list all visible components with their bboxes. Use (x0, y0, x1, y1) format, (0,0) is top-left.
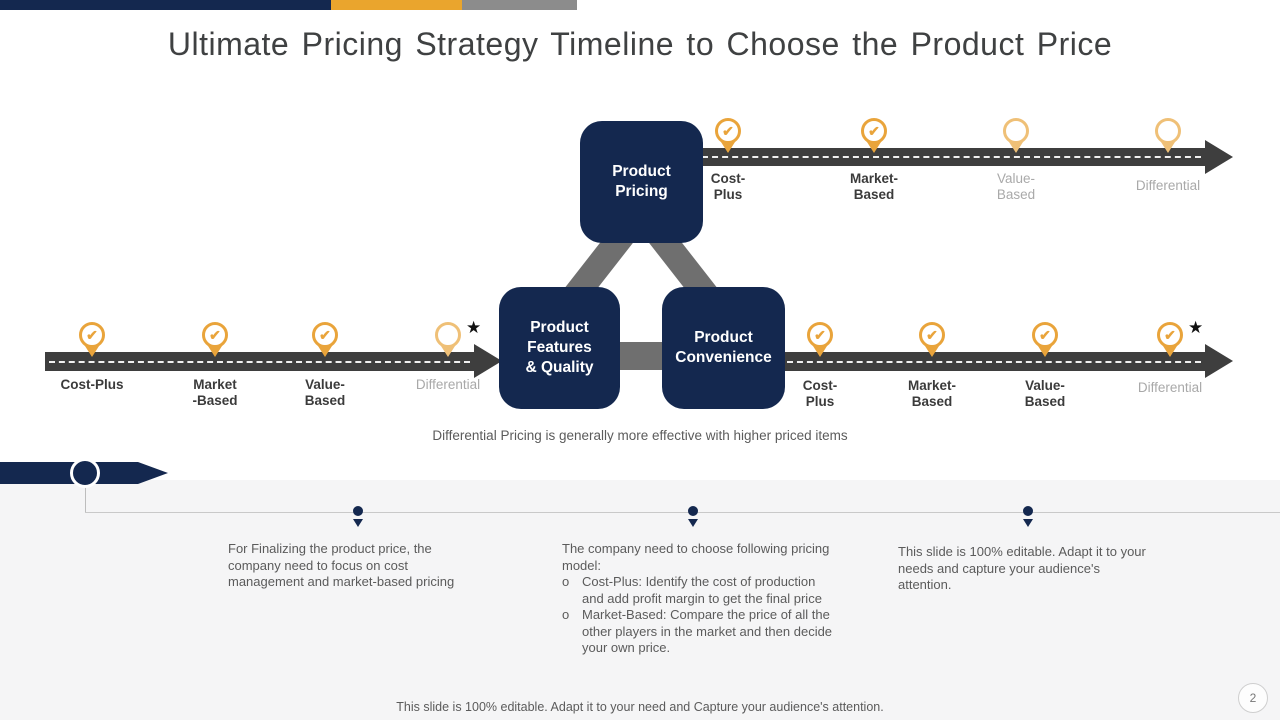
bullet-marker: o (562, 574, 570, 589)
timeline-left-arrowhead (474, 344, 502, 378)
pin-top-differential (1155, 118, 1181, 153)
marker-arrow-icon (1023, 519, 1033, 527)
label-left-market-based: Market -Based (192, 377, 238, 408)
pin-stem (721, 142, 735, 153)
pin-left-value-based: ✔ (312, 322, 338, 357)
bullet-text: Market-Based: Compare the price of all t… (582, 607, 833, 655)
timeline-top-road (698, 148, 1205, 166)
label-left-value-based: Value- Based (304, 377, 346, 408)
box-product-pricing: Product Pricing (580, 121, 703, 243)
pin-stem (925, 346, 939, 357)
pin-stem (441, 346, 455, 357)
note-2-bullet-list: o Cost-Plus: Identify the cost of produc… (562, 574, 837, 657)
timeline-right-road (783, 352, 1205, 371)
timeline-start-dot (70, 458, 100, 488)
timeline-right-arrowhead (1205, 344, 1233, 378)
check-icon: ✔ (861, 118, 887, 144)
pin-left-cost-plus: ✔ (79, 322, 105, 357)
pin-stem (1163, 346, 1177, 357)
timeline-top-arrowhead (1205, 140, 1233, 174)
page-number-badge: 2 (1238, 683, 1268, 713)
pin-stem (813, 346, 827, 357)
check-icon: ✔ (79, 322, 105, 348)
marker-dot-icon (688, 506, 698, 516)
check-icon: ✔ (202, 322, 228, 348)
note-marker-3 (1023, 506, 1033, 527)
empty-pin-icon (435, 322, 461, 348)
note-text-2: The company need to choose following pri… (562, 541, 837, 657)
accent-segment-navy (0, 0, 331, 10)
top-accent-bar (0, 0, 1280, 10)
star-icon: ★ (1188, 318, 1204, 337)
accent-segment-gray (462, 0, 577, 10)
label-left-cost-plus: Cost-Plus (60, 377, 124, 392)
bullet-text: Cost-Plus: Identify the cost of producti… (582, 574, 822, 606)
label-top-differential: Differential (1135, 178, 1201, 193)
box-product-convenience: Product Convenience (662, 287, 785, 409)
marker-arrow-icon (688, 519, 698, 527)
marker-arrow-icon (353, 519, 363, 527)
list-item: o Cost-Plus: Identify the cost of produc… (562, 574, 837, 607)
pin-stem (1161, 142, 1175, 153)
empty-pin-icon (1155, 118, 1181, 144)
pin-right-cost-plus: ✔ (807, 322, 833, 357)
label-right-cost-plus: Cost- Plus (802, 378, 838, 409)
pin-left-market-based: ✔ (202, 322, 228, 357)
box-product-features-quality: Product Features & Quality (499, 287, 620, 409)
note-marker-1 (353, 506, 363, 527)
differential-pricing-caption: Differential Pricing is generally more e… (432, 428, 848, 443)
label-right-differential: Differential (1137, 380, 1203, 395)
pin-right-market-based: ✔ (919, 322, 945, 357)
note-2-intro: The company need to choose following pri… (562, 541, 830, 573)
connector-vertical-line (85, 487, 86, 512)
pin-top-value-based (1003, 118, 1029, 153)
bullet-marker: o (562, 607, 570, 622)
label-top-market-based: Market- Based (849, 171, 899, 202)
label-top-cost-plus: Cost- Plus (710, 171, 746, 202)
pin-stem (85, 346, 99, 357)
bottom-panel (0, 480, 1280, 720)
list-item: o Market-Based: Compare the price of all… (562, 607, 837, 657)
pin-stem (318, 346, 332, 357)
label-top-value-based: Value- Based (996, 171, 1036, 202)
pin-stem (1038, 346, 1052, 357)
label-right-value-based: Value- Based (1024, 378, 1066, 409)
pin-stem (867, 142, 881, 153)
star-icon: ★ (466, 318, 482, 337)
check-icon: ✔ (807, 322, 833, 348)
footer-disclaimer: This slide is 100% editable. Adapt it to… (396, 700, 884, 714)
label-right-market-based: Market- Based (907, 378, 957, 409)
connector-features-convenience (616, 342, 666, 370)
note-text-1: For Finalizing the product price, the co… (228, 541, 455, 589)
pin-top-cost-plus: ✔ (715, 118, 741, 153)
pin-stem (208, 346, 222, 357)
pin-left-differential (435, 322, 461, 357)
check-icon: ✔ (1157, 322, 1183, 348)
label-left-differential: Differential (415, 377, 481, 392)
pin-right-value-based: ✔ (1032, 322, 1058, 357)
pin-right-differential: ✔ (1157, 322, 1183, 357)
empty-pin-icon (1003, 118, 1029, 144)
note-text-3: This slide is 100% editable. Adapt it to… (898, 544, 1146, 592)
check-icon: ✔ (715, 118, 741, 144)
page-title: Ultimate Pricing Strategy Timeline to Ch… (167, 26, 1113, 62)
accent-segment-orange (331, 0, 462, 10)
marker-dot-icon (353, 506, 363, 516)
note-marker-2 (688, 506, 698, 527)
notes-baseline (85, 512, 1280, 513)
check-icon: ✔ (312, 322, 338, 348)
pin-top-market-based: ✔ (861, 118, 887, 153)
check-icon: ✔ (919, 322, 945, 348)
pin-stem (1009, 142, 1023, 153)
check-icon: ✔ (1032, 322, 1058, 348)
timeline-left-road (45, 352, 474, 371)
marker-dot-icon (1023, 506, 1033, 516)
